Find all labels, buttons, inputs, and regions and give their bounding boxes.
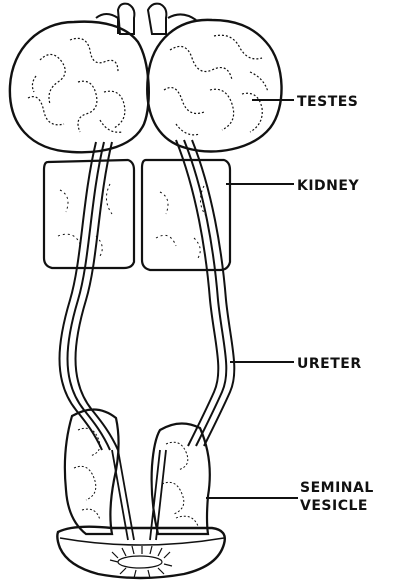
kidney-label: KIDNEY xyxy=(297,178,359,194)
right-seminal-vesicle xyxy=(152,423,210,534)
right-kidney xyxy=(142,160,230,270)
left-testis xyxy=(10,22,149,153)
deferent-ducts xyxy=(112,450,166,540)
left-ureters xyxy=(60,142,119,450)
right-ureters xyxy=(176,140,234,446)
ureter-label: URETER xyxy=(297,356,362,372)
right-testis xyxy=(147,20,281,152)
left-seminal-vesicle xyxy=(65,409,119,534)
top-lobes xyxy=(96,4,196,34)
vesicle-label-line2: VESICLE xyxy=(300,498,368,514)
testes-label: TESTES xyxy=(297,94,358,110)
seminal-label-line1: SEMINAL xyxy=(300,480,374,496)
